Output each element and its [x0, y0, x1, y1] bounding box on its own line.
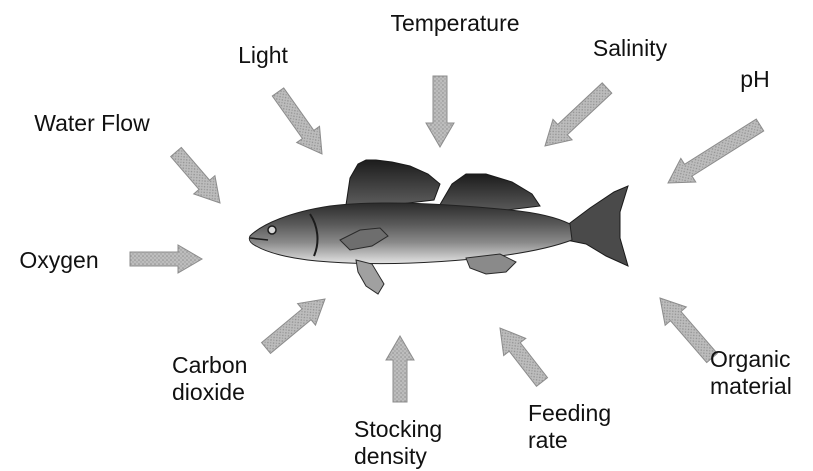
- fish-dorsal-fin-spiny: [346, 160, 440, 205]
- fish-tail-fin: [566, 186, 628, 266]
- fish-eye: [268, 226, 276, 234]
- arrow-light: [267, 84, 334, 162]
- arrow-temperature: [426, 76, 454, 147]
- factor-feeding-rate-label: Feeding rate: [528, 400, 628, 454]
- fish-anal-fin: [466, 254, 516, 274]
- factor-ph-label: pH: [733, 66, 777, 93]
- factor-stocking-density-label: Stocking density: [354, 416, 464, 470]
- factor-water-flow-line-1: Water Flow: [22, 110, 162, 137]
- arrow-salinity: [535, 78, 616, 156]
- factor-temperature-label: Temperature: [378, 10, 532, 37]
- factor-water-flow-label: Water Flow: [22, 110, 162, 137]
- fish-pelvic-fin: [356, 260, 384, 294]
- factor-feeding-rate-line-2: rate: [528, 427, 628, 454]
- arrow-water-flow: [165, 143, 230, 212]
- factor-oxygen-label: Oxygen: [13, 247, 105, 274]
- arrow-oxygen: [130, 245, 202, 273]
- factor-carbon-dioxide-label: Carbon dioxide: [172, 352, 272, 406]
- factor-organic-material-line-2: material: [710, 373, 810, 400]
- factor-salinity-line-1: Salinity: [584, 35, 676, 62]
- arrow-carbon-dioxide: [257, 288, 334, 359]
- fish-image: [249, 160, 628, 294]
- arrow-feeding-rate: [489, 319, 553, 390]
- factor-salinity-label: Salinity: [584, 35, 676, 62]
- factor-carbon-dioxide-line-1: Carbon: [172, 352, 272, 379]
- factor-ph-line-1: pH: [733, 66, 777, 93]
- factor-temperature-line-1: Temperature: [378, 10, 532, 37]
- factor-organic-material-line-1: Organic: [710, 346, 810, 373]
- factor-stocking-density-line-2: density: [354, 443, 464, 470]
- factor-light-line-1: Light: [231, 42, 295, 69]
- factor-stocking-density-line-1: Stocking: [354, 416, 464, 443]
- arrow-stocking-density: [386, 336, 414, 402]
- factor-feeding-rate-line-1: Feeding: [528, 400, 628, 427]
- fish-body: [249, 203, 572, 264]
- factor-light-label: Light: [231, 42, 295, 69]
- factor-carbon-dioxide-line-2: dioxide: [172, 379, 272, 406]
- factor-organic-material-label: Organic material: [710, 346, 810, 400]
- arrow-ph: [661, 113, 768, 195]
- factor-oxygen-line-1: Oxygen: [13, 247, 105, 274]
